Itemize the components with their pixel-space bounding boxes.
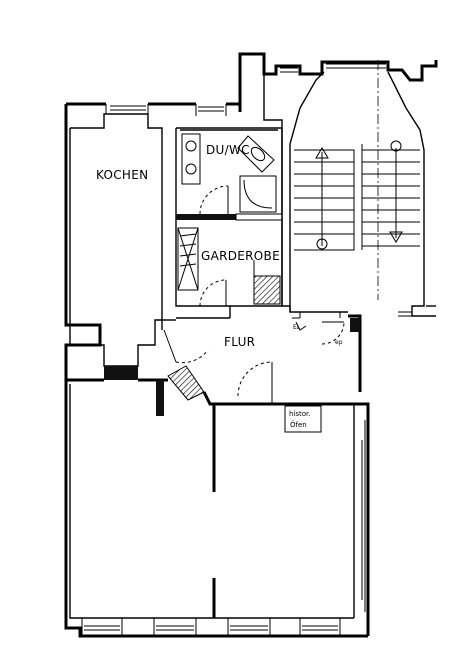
kitchen-lower-walls [66, 319, 168, 382]
meter-label-right: ep [335, 339, 343, 346]
historic-stove-box: histor. Öfen [284, 405, 322, 433]
living-partition [69, 384, 355, 619]
right-walls [360, 402, 370, 636]
bath-label: DU/WC [206, 143, 250, 157]
stove-label-line1: histor. [289, 410, 311, 418]
stair-steps [294, 140, 420, 251]
hallway-walls [156, 306, 362, 416]
staircase [238, 52, 438, 318]
kitchen-label: KOCHEN [96, 168, 148, 182]
hallway-label: FLUR [224, 335, 255, 349]
meter-label-left: EL [293, 324, 301, 331]
wardrobe-label: GARDEROBE [201, 249, 280, 263]
bottom-windows [81, 618, 341, 636]
outer-walls [64, 102, 368, 638]
wardrobe-room [177, 227, 281, 307]
stove-label-line2: Öfen [290, 420, 307, 429]
